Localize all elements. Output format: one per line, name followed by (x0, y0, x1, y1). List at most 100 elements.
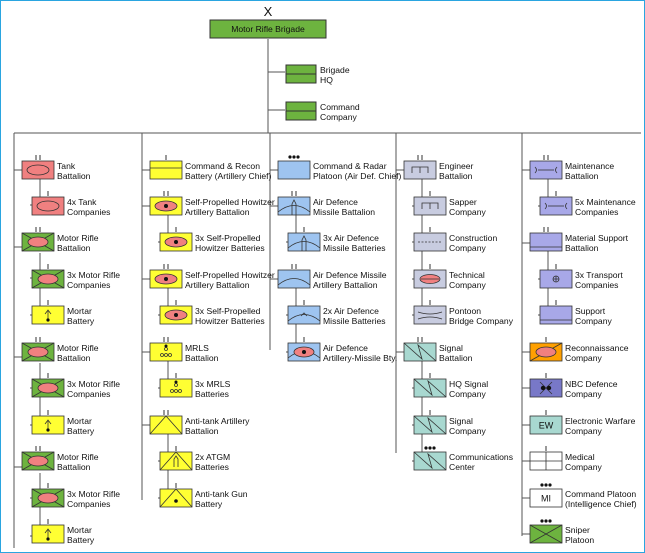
unit-label: Missile Batteries (323, 316, 386, 326)
unit-label: 3x Air Defence (323, 233, 379, 243)
hq-command-line1: Command (320, 102, 360, 112)
unit-box (277, 269, 311, 289)
unit-label: 2x ATGM (195, 452, 230, 462)
unit-label: Battalion (565, 243, 599, 253)
hq-command-line2: Company (320, 112, 357, 122)
unit-box (529, 415, 563, 435)
unit-label: Battalion (57, 462, 91, 472)
unit-label: Company (449, 243, 486, 253)
unit-label: MRLS (185, 343, 209, 353)
unit-label: Battery (195, 499, 223, 509)
hq-brigade-line1: Brigade (320, 65, 350, 75)
unit-label: Battalion (439, 353, 473, 363)
unit-label: Communications (449, 452, 513, 462)
unit-label: Companies (67, 207, 110, 217)
unit-label: 3x Self-Propelled (195, 233, 261, 243)
unit-label: Battalion (57, 171, 91, 181)
echelon-mark: X (264, 4, 273, 19)
unit-label: 3x Motor Rifle (67, 270, 120, 280)
unit-box (159, 451, 193, 471)
unit-label: Mortar (67, 525, 92, 535)
unit-label: Motor Rifle (57, 343, 99, 353)
unit-label: Command & Radar (313, 161, 387, 171)
unit-label: Platoon (565, 535, 594, 545)
unit-label: Companies (575, 280, 618, 290)
unit-label: Companies (67, 389, 110, 399)
unit-box (159, 378, 193, 398)
unit-label: Company (565, 426, 602, 436)
unit-label: Company (565, 389, 602, 399)
unit-label: Companies (575, 207, 618, 217)
unit-label: Engineer (439, 161, 474, 171)
unit-label: Support (575, 306, 606, 316)
unit-box (277, 160, 311, 180)
unit-box (529, 232, 563, 252)
unit-label: Command & Recon (185, 161, 260, 171)
unit-label: Anti-tank Gun (195, 489, 248, 499)
unit-label: Construction (449, 233, 497, 243)
unit-label: Motor Rifle (57, 452, 99, 462)
unit-label: Command Platoon (565, 489, 636, 499)
unit-label: Battalion (185, 426, 219, 436)
unit-label: Battalion (565, 171, 599, 181)
unit-label: Motor Rifle (57, 233, 99, 243)
unit-label: NBC Defence (565, 379, 618, 389)
unit-label: Battalion (439, 171, 473, 181)
unit-label: Reconnaissance (565, 343, 629, 353)
hq-brigade-line2: HQ (320, 75, 333, 85)
unit-box (529, 488, 563, 508)
unit-label: Company (565, 462, 602, 472)
unit-label: Battalion (57, 243, 91, 253)
unit-label: Batteries (195, 462, 229, 472)
unit-label: Company (575, 316, 612, 326)
unit-label: Artillery Battalion (313, 280, 378, 290)
unit-label: Signal (439, 343, 463, 353)
unit-label: Howitzer Batteries (195, 243, 265, 253)
unit-label: Self-Propelled Howitzer (185, 270, 275, 280)
unit-label: Artillery Battalion (185, 280, 250, 290)
unit-box (287, 305, 321, 325)
unit-label: Companies (67, 499, 110, 509)
unit-box (287, 232, 321, 252)
unit-label: Air Defence (313, 197, 358, 207)
unit-label: Maintenance (565, 161, 614, 171)
unit-label: Bridge Company (449, 316, 514, 326)
unit-label: Platoon (Air Def. Chief) (313, 171, 401, 181)
hq-command: Command Company (285, 101, 360, 122)
unit-label: 3x Motor Rifle (67, 489, 120, 499)
hq-brigade: Brigade HQ (285, 64, 350, 85)
unit-label: Material Support (565, 233, 629, 243)
unit-label: Medical (565, 452, 595, 462)
unit-label: Electronic Warfare (565, 416, 636, 426)
